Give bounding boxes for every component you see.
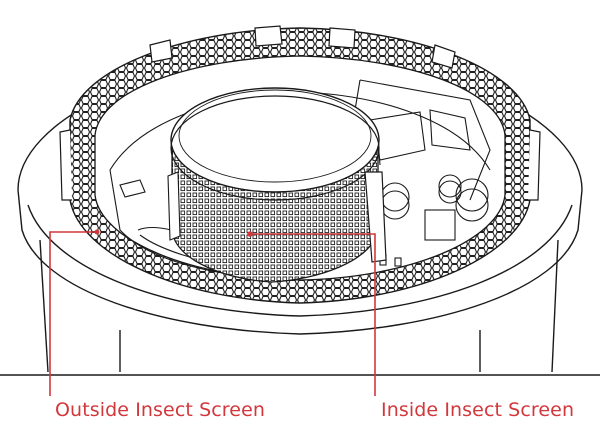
outside-insect-screen-label: Outside Insect Screen — [55, 399, 266, 421]
outside-callout-line — [49, 231, 96, 396]
inner-cylinder — [167, 87, 387, 283]
callout-leaders — [49, 229, 376, 396]
outside-callout-dot — [94, 229, 100, 235]
inside-callout-dot — [247, 231, 253, 237]
inside-insect-screen-label: Inside Insect Screen — [381, 399, 575, 421]
inside-callout-line — [252, 233, 376, 396]
